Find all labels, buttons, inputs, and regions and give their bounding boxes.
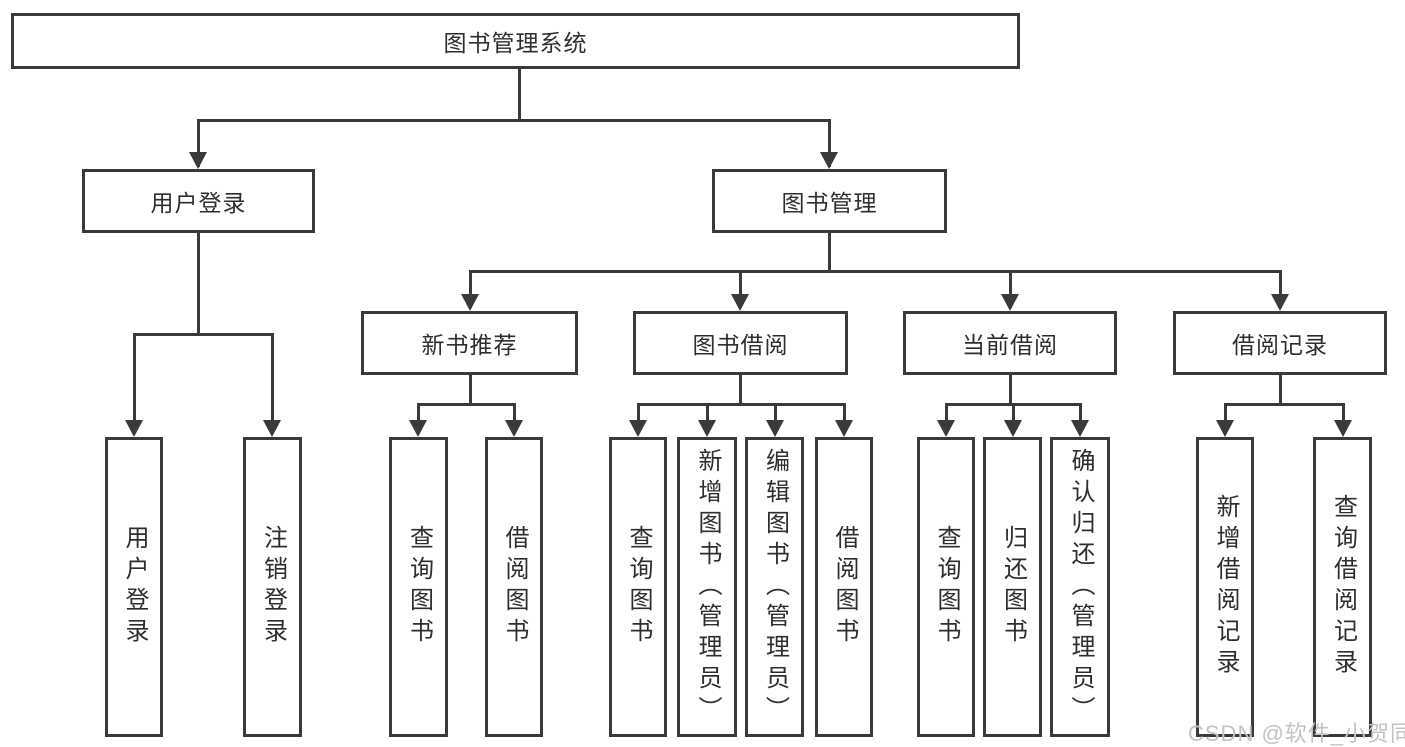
arrowhead-icon	[505, 420, 523, 437]
connector-line	[417, 403, 420, 433]
leaf-borrow-books: 借阅图书	[815, 437, 873, 737]
arrowhead-icon	[937, 420, 955, 437]
leaf-query-books-recommend: 查询图书	[389, 437, 448, 737]
leaf-logout: 注销登录	[243, 437, 302, 737]
watermark: CSDN @软件_小贺同学	[1188, 721, 1405, 746]
node-book-borrow: 图书借阅	[633, 311, 848, 375]
arrowhead-icon	[731, 294, 749, 311]
connector-borrow-split	[637, 403, 846, 406]
arrowhead-icon	[820, 152, 838, 169]
arrowhead-icon	[409, 420, 427, 437]
arrowhead-icon	[698, 420, 716, 437]
connector-recommend-stem	[469, 374, 472, 406]
connector-to-user-login	[197, 119, 200, 167]
connector-records-stem	[1279, 374, 1282, 406]
connector-line	[1012, 403, 1015, 433]
leaf-user-login: 用户登录	[105, 437, 163, 737]
arrowhead-icon	[1071, 420, 1089, 437]
arrowhead-icon	[189, 152, 207, 169]
connector-borrow-stem	[739, 374, 742, 406]
leaf-query-books-current: 查询图书	[917, 437, 975, 737]
arrowhead-icon	[1271, 294, 1289, 311]
arrowhead-icon	[835, 420, 853, 437]
leaf-add-borrow-record: 新增借阅记录	[1196, 437, 1254, 737]
leaf-borrow-books-recommend: 借阅图书	[485, 437, 543, 737]
connector-line	[1009, 270, 1012, 308]
arrowhead-icon	[263, 420, 281, 437]
connector-line	[133, 333, 136, 433]
connector-line	[469, 270, 472, 308]
arrowhead-icon	[461, 294, 479, 311]
arrowhead-icon	[125, 420, 143, 437]
connector-current-stem	[1009, 374, 1012, 406]
node-current-borrow: 当前借阅	[903, 311, 1117, 375]
arrowhead-icon	[629, 420, 647, 437]
leaf-edit-books-admin: 编辑图书（管理员）	[745, 437, 804, 737]
connector-level1-split	[197, 119, 831, 122]
connector-recommend-split	[417, 403, 516, 406]
leaf-query-borrow-record: 查询借阅记录	[1313, 437, 1372, 737]
connector-userlogin-stem	[197, 232, 200, 336]
connector-line	[637, 403, 640, 433]
connector-bookmgmt-stem	[828, 232, 831, 273]
connector-bookmgmt-split	[469, 270, 1282, 273]
arrowhead-icon	[1334, 420, 1352, 437]
arrowhead-icon	[1004, 420, 1022, 437]
node-borrow-records: 借阅记录	[1173, 311, 1387, 375]
node-new-book-recommend: 新书推荐	[361, 311, 578, 375]
connector-line	[1279, 270, 1282, 308]
connector-line	[1342, 403, 1345, 433]
arrowhead-icon	[766, 420, 784, 437]
connector-line	[843, 403, 846, 433]
arrowhead-icon	[1216, 420, 1234, 437]
connector-line	[271, 333, 274, 433]
connector-records-split	[1224, 403, 1345, 406]
node-library-system: 图书管理系统	[11, 13, 1020, 69]
leaf-query-books-borrow: 查询图书	[609, 437, 667, 737]
connector-line	[513, 403, 516, 433]
connector-line	[739, 270, 742, 308]
connector-line	[1224, 403, 1227, 433]
connector-userlogin-split	[133, 333, 274, 336]
leaf-return-books: 归还图书	[983, 437, 1042, 737]
leaf-add-books-admin: 新增图书（管理员）	[677, 437, 737, 737]
arrowhead-icon	[1001, 294, 1019, 311]
connector-line	[1079, 403, 1082, 433]
connector-line	[774, 403, 777, 433]
connector-line	[706, 403, 709, 433]
leaf-confirm-return-admin: 确认归还（管理员）	[1050, 437, 1110, 737]
connector-line	[945, 403, 948, 433]
connector-to-book-mgmt	[828, 119, 831, 167]
node-user-login: 用户登录	[82, 169, 315, 233]
node-book-management: 图书管理	[712, 169, 947, 233]
connector-root-stem	[518, 68, 521, 120]
